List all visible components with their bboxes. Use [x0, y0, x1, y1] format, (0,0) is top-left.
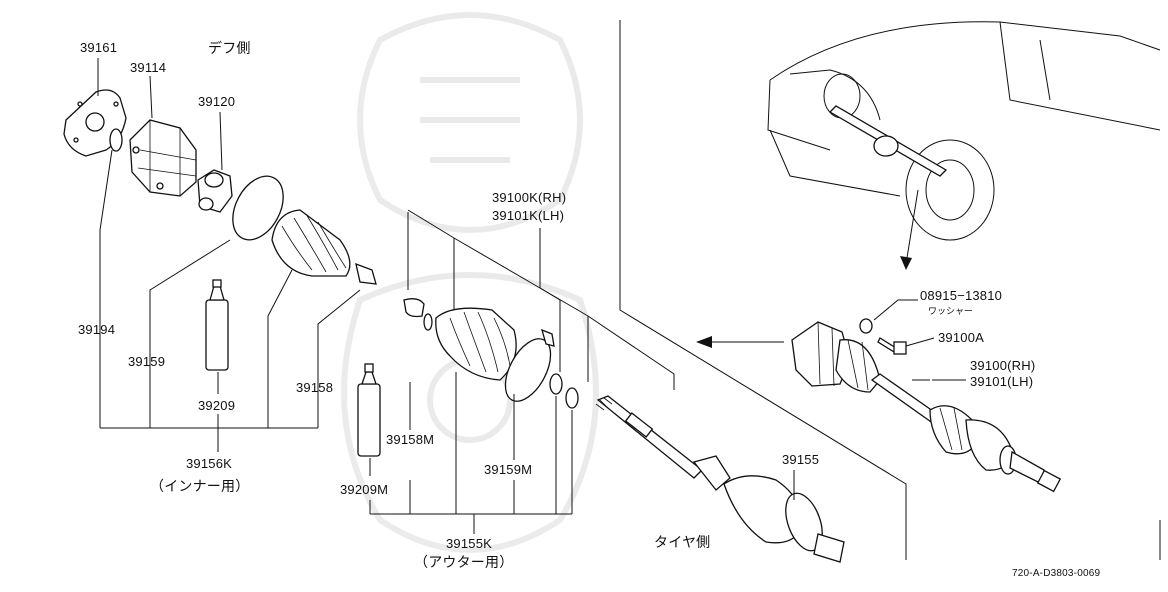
grease-tube-39209m	[357, 363, 381, 457]
label-tire-side: タイヤ側	[654, 535, 711, 551]
outer-boot-39159m	[435, 307, 517, 381]
label-39194: 39194	[78, 322, 116, 337]
label-39159m: 39159M	[484, 462, 533, 477]
spider-39120	[197, 169, 233, 213]
boot-band-large	[232, 175, 284, 241]
leader-lines-inner	[97, 58, 361, 452]
outer-band-39158m	[504, 338, 552, 402]
label-39101-lh: 39101(LH)	[970, 374, 1034, 389]
bolt-39100a	[877, 337, 907, 355]
label-39155: 39155	[782, 452, 820, 467]
inner-boot-39159	[271, 209, 351, 277]
label-39120: 39120	[198, 94, 236, 109]
label-39161: 39161	[80, 40, 118, 55]
leader-lines-outer	[369, 20, 907, 560]
band-small-39158	[355, 262, 377, 285]
washer-08915	[859, 318, 873, 334]
outer-small-bands	[403, 298, 433, 331]
diagram-code: 720-A-D3803-0069	[1012, 568, 1101, 579]
label-39155k: 39155K	[446, 536, 493, 551]
arrow-head-left	[696, 336, 712, 348]
label-39100k-rh: 39100K(RH)	[492, 190, 567, 205]
watermark-emblem	[341, 12, 599, 553]
leader-lines-right	[873, 299, 1161, 560]
label-39156k: 39156K	[186, 456, 233, 471]
label-39101k-lh: 39101K(LH)	[492, 208, 565, 223]
label-39209: 39209	[198, 398, 236, 413]
label-39209m: 39209M	[340, 482, 389, 497]
label-39158: 39158	[296, 380, 334, 395]
label-inner-use: （インナー用）	[150, 479, 250, 495]
snap-ring-39194	[109, 128, 123, 152]
label-washer: ワッシャー	[928, 306, 974, 316]
label-08915-13810: 08915−13810	[920, 288, 1003, 303]
label-outer-use: （アウター用）	[414, 555, 514, 571]
label-39114: 39114	[130, 60, 167, 75]
grease-tube-39209	[205, 279, 229, 371]
housing-39114	[129, 119, 197, 197]
axle-assembly-39100	[791, 321, 1062, 493]
arrow-head-down	[900, 256, 912, 270]
label-diff-side: デフ側	[208, 41, 251, 57]
label-39159: 39159	[128, 354, 166, 369]
drive-shaft-39155	[595, 395, 845, 563]
label-39158m: 39158M	[386, 432, 435, 447]
arrow-shaft-down	[905, 189, 919, 265]
label-39100-rh: 39100(RH)	[970, 358, 1036, 373]
snap-ring-b	[565, 387, 579, 409]
label-39100a: 39100A	[938, 330, 985, 345]
vehicle-sketch	[767, 21, 1161, 241]
snap-ring-a	[549, 373, 563, 395]
